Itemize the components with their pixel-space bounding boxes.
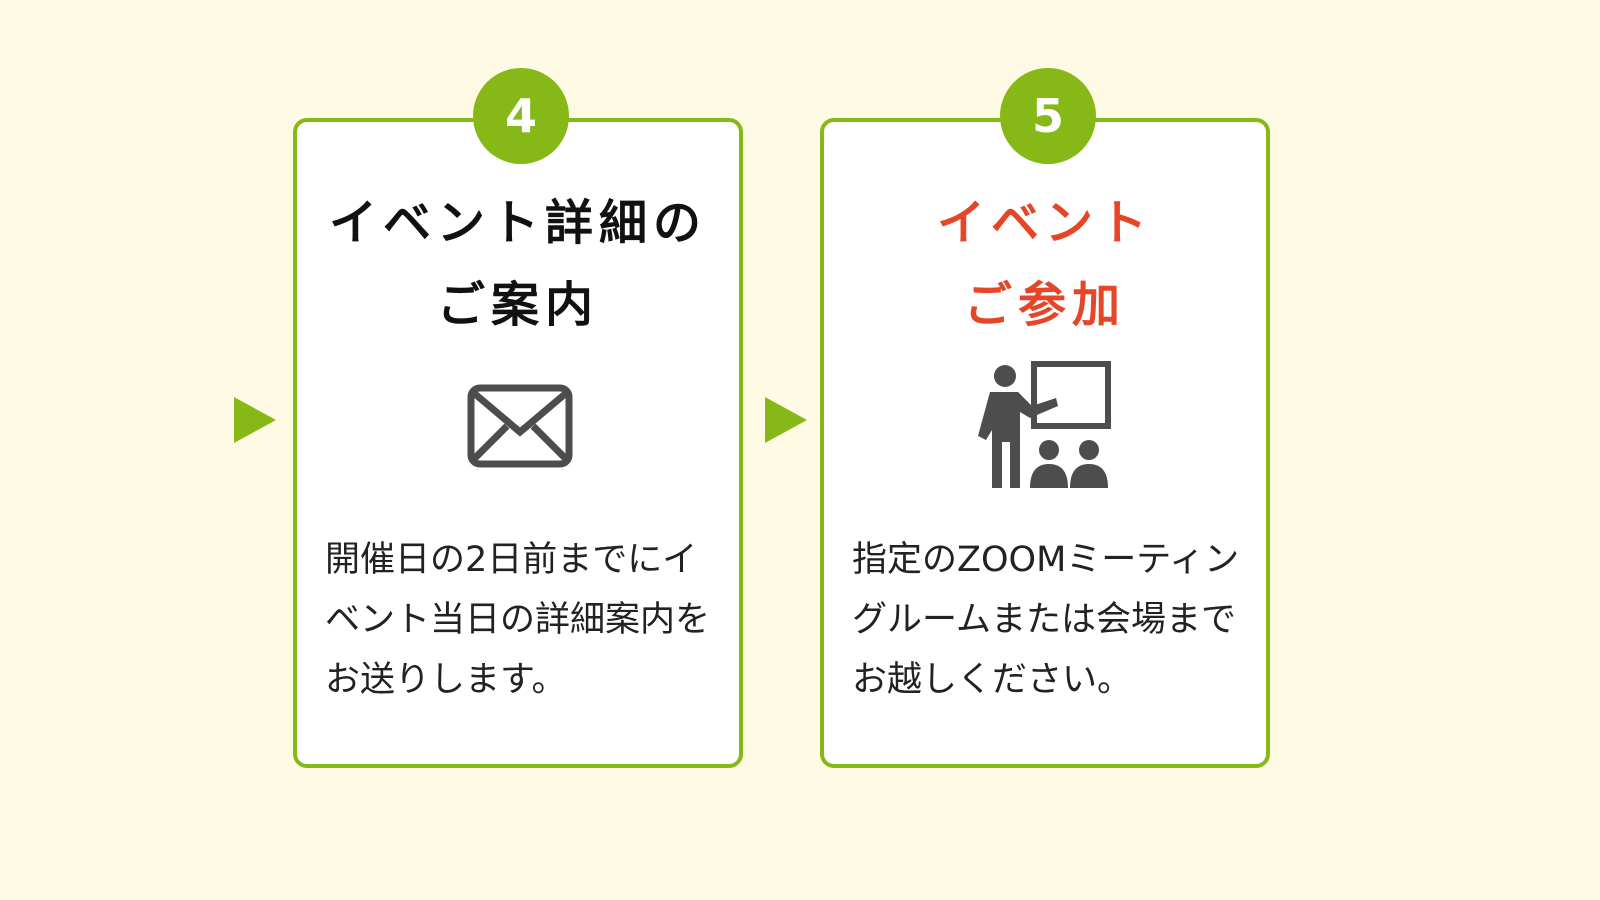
title-line-1: イベント詳細の (328, 195, 707, 251)
step-description: 指定のZOOMミーティングルームまたは会場までお越しください。 (852, 540, 1240, 700)
step-number-badge: 4 (473, 68, 569, 164)
step-card-4: イベント詳細のご案内 開催日の2日前までにイベント当日の詳細案内をお送りします。 (293, 118, 743, 768)
title-line-2: ご案内 (436, 277, 599, 333)
mail-icon (467, 384, 573, 468)
step-description: 開催日の2日前までにイベント当日の詳細案内をお送りします。 (325, 540, 711, 700)
step-arrow-icon (234, 397, 276, 443)
step-number-badge: 5 (1000, 68, 1096, 164)
step-title: イベントご参加 (824, 182, 1266, 346)
title-line-1: イベント (936, 195, 1153, 251)
step-title: イベント詳細のご案内 (297, 182, 739, 346)
presenter-icon (978, 361, 1111, 488)
step-arrow-icon (765, 397, 807, 443)
title-line-2: ご参加 (963, 277, 1126, 333)
step-card-5: イベントご参加 指定のZOOMミーティングルームまたは会場までお越しください。 (820, 118, 1270, 768)
